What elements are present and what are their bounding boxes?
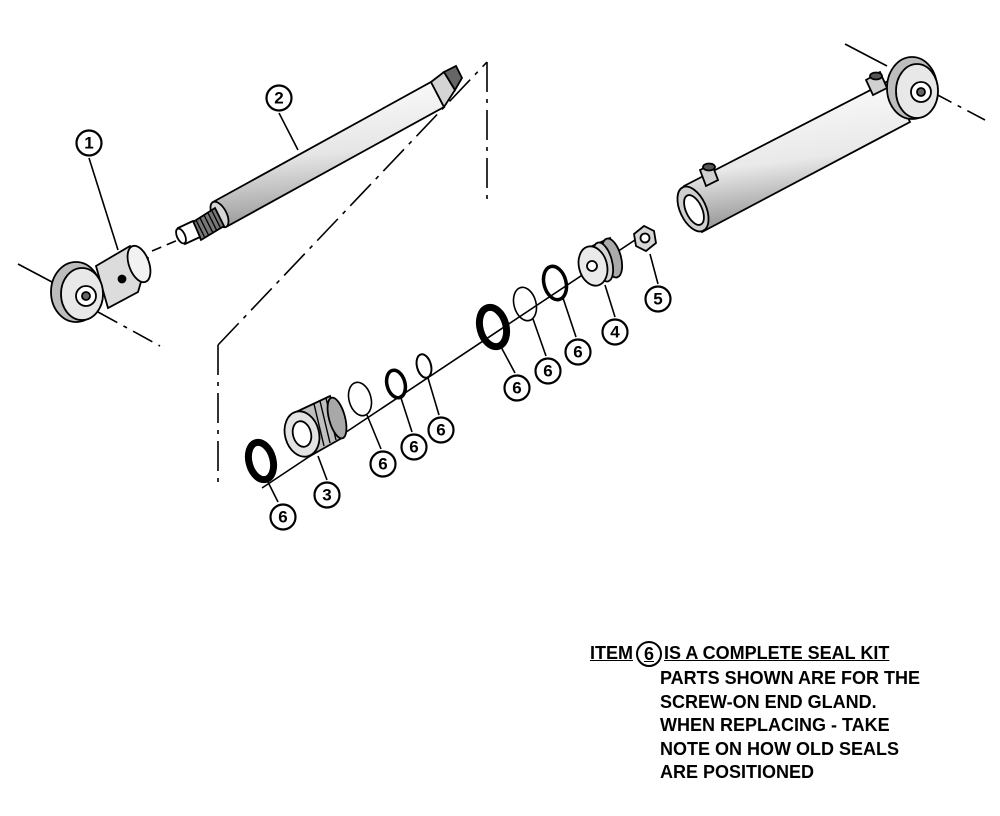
seal-ring [475,303,511,351]
note-line: NOTE ON HOW OLD SEALS [660,738,900,759]
note-line: WHEN REPLACING - TAKE [660,715,890,735]
callout-5: 5 [644,285,672,313]
seal-ring [384,368,408,400]
note-line: SCREW-ON END GLAND. [660,691,877,712]
seal-ring [541,264,569,302]
hex-nut [633,224,657,253]
seal-ring [347,381,373,417]
note-heading: ITEM 6 IS A COMPLETE SEAL KIT [590,641,990,667]
callout-6: 6 [369,450,397,478]
seal-kit-note: ITEM 6 IS A COMPLETE SEAL KIT PARTS SHOW… [590,641,990,785]
callout-6: 6 [503,374,531,402]
svg-text:6: 6 [436,421,445,440]
end-gland [283,394,348,458]
callout-4: 4 [601,318,629,346]
cylinder-barrel [676,56,939,234]
svg-text:6: 6 [409,438,418,457]
callout-6: 6 [564,338,592,366]
svg-text:3: 3 [322,486,331,505]
note-item-suffix: IS A COMPLETE SEAL KIT [664,643,890,664]
callout-6: 6 [269,503,297,531]
svg-text:4: 4 [610,323,620,342]
piston [577,236,624,287]
callout-6: 6 [400,433,428,461]
piston-rod [175,64,464,246]
seal-ring [415,353,433,379]
leader-lines [88,112,659,503]
svg-text:6: 6 [278,508,287,527]
seal-ring [512,286,538,322]
svg-text:6: 6 [378,455,387,474]
callout-6: 6 [534,357,562,385]
callout-3: 3 [313,481,341,509]
note-item-prefix: ITEM [590,643,633,664]
svg-text:6: 6 [543,362,552,381]
callout-2: 2 [265,84,293,112]
note-line: PARTS SHOWN ARE FOR THE [660,668,920,688]
rod-end-clevis [50,244,152,323]
svg-text:6: 6 [512,379,521,398]
svg-text:1: 1 [84,134,93,153]
seal-ring [244,438,278,484]
svg-text:6: 6 [573,343,582,362]
svg-text:5: 5 [653,290,662,309]
note-line: ARE POSITIONED [660,762,815,782]
note-item-number: 6 [636,641,662,667]
svg-text:2: 2 [274,89,283,108]
callout-1: 1 [75,129,103,157]
callout-6: 6 [427,416,455,444]
